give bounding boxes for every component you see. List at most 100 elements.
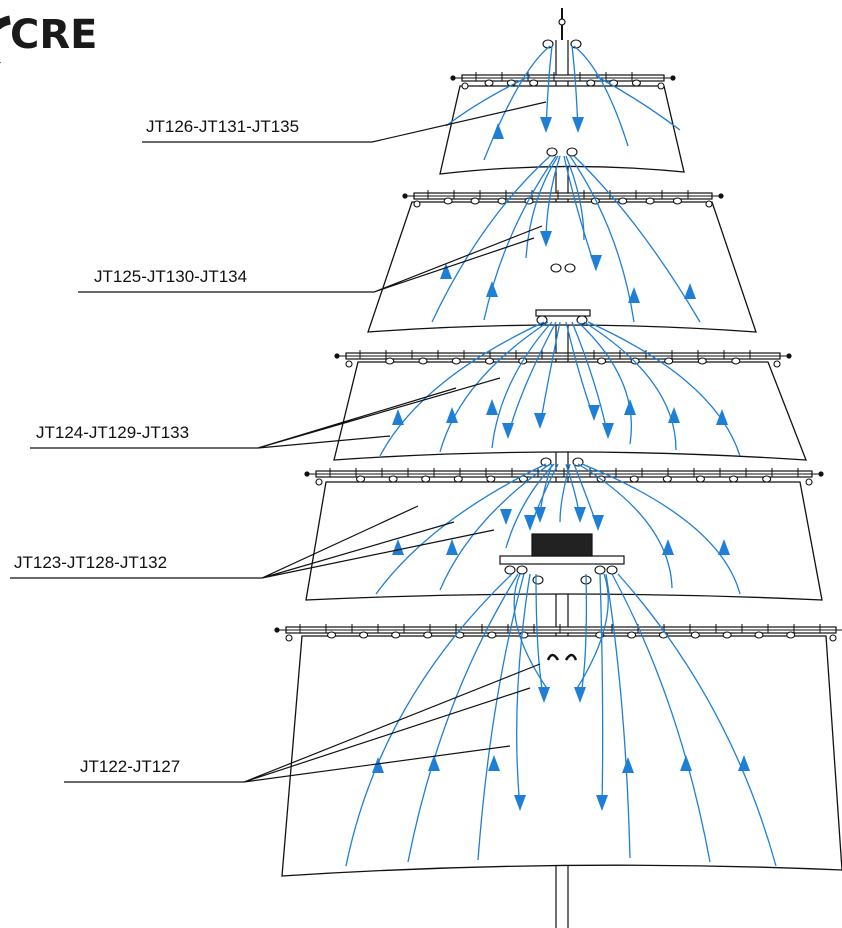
arrow-up-icon bbox=[488, 755, 500, 771]
yard-block bbox=[729, 475, 739, 483]
arrow-down-icon bbox=[538, 687, 550, 703]
yardarm-block bbox=[413, 200, 421, 208]
rope bbox=[575, 573, 609, 691]
yard-block bbox=[618, 197, 628, 205]
rope bbox=[379, 321, 545, 457]
mast-block bbox=[550, 263, 562, 273]
rope bbox=[617, 573, 777, 867]
arrow-up-icon bbox=[684, 283, 696, 299]
yardarm-block bbox=[829, 634, 837, 642]
yard-block bbox=[484, 357, 495, 365]
sail-upper-topsail bbox=[333, 361, 807, 461]
arrow-down-icon bbox=[500, 509, 512, 525]
yardarm-block bbox=[705, 200, 713, 208]
yard-end bbox=[274, 627, 280, 633]
rope bbox=[483, 45, 551, 161]
fighting-top bbox=[499, 555, 625, 565]
yard-block bbox=[762, 475, 772, 483]
arrow-down-icon bbox=[524, 515, 536, 531]
mast-block bbox=[536, 315, 548, 325]
yard-block bbox=[609, 79, 619, 87]
yard-block bbox=[662, 475, 672, 483]
mast-block bbox=[566, 147, 578, 157]
rope bbox=[573, 45, 629, 147]
rope bbox=[525, 155, 559, 259]
rope bbox=[477, 573, 525, 861]
rope bbox=[599, 573, 604, 809]
rope bbox=[583, 321, 677, 451]
rope bbox=[577, 321, 632, 445]
rope bbox=[439, 321, 549, 453]
yardarm-block bbox=[805, 478, 813, 486]
arrow-up-icon bbox=[718, 539, 730, 555]
arrow-up-icon bbox=[668, 407, 680, 423]
leader-lines bbox=[10, 101, 547, 783]
yard-end bbox=[334, 353, 340, 359]
arrow-up-icon bbox=[446, 539, 458, 555]
yard-block bbox=[470, 197, 480, 205]
label-topgallant: JT125-JT130-JT134 bbox=[94, 267, 247, 286]
mast-block bbox=[540, 457, 552, 467]
arrow-up-icon bbox=[428, 755, 440, 771]
rope bbox=[483, 155, 557, 321]
yard-end bbox=[718, 193, 724, 199]
arrow-down-icon bbox=[574, 687, 586, 703]
arrow-down-icon bbox=[588, 405, 600, 421]
yard-block bbox=[529, 79, 539, 87]
arrow-up-icon bbox=[440, 263, 452, 279]
yard-block bbox=[697, 357, 707, 365]
arrow-down-icon bbox=[540, 117, 552, 133]
yard-block bbox=[664, 357, 674, 365]
rope bbox=[516, 573, 531, 809]
rope bbox=[445, 75, 531, 127]
platforms bbox=[499, 309, 625, 661]
yard-block bbox=[631, 79, 641, 87]
sails bbox=[281, 85, 842, 877]
arrow-up-icon bbox=[738, 755, 750, 771]
yards bbox=[274, 72, 842, 634]
rope bbox=[491, 321, 553, 449]
yard-block bbox=[487, 631, 497, 639]
yardarm-block bbox=[315, 478, 323, 486]
yard-block bbox=[690, 631, 700, 639]
arrow-up-icon bbox=[372, 757, 384, 773]
crosstrees-upper bbox=[535, 309, 591, 317]
yard-end bbox=[402, 193, 408, 199]
top-netting bbox=[531, 533, 593, 557]
arrow-up-icon bbox=[662, 539, 674, 555]
yard-end bbox=[818, 471, 824, 477]
arrow-down-icon bbox=[596, 795, 608, 811]
yard-block bbox=[645, 197, 655, 205]
yard-end bbox=[450, 75, 456, 81]
rope bbox=[431, 155, 551, 323]
yardarm-block bbox=[461, 82, 469, 90]
mast-block bbox=[572, 457, 584, 467]
yard-block bbox=[497, 197, 507, 205]
rope bbox=[581, 463, 741, 595]
arrow-up-icon bbox=[486, 281, 498, 297]
yard-block bbox=[629, 475, 639, 483]
mast-block bbox=[564, 263, 576, 273]
rope bbox=[559, 463, 571, 523]
arrow-down-icon bbox=[592, 515, 604, 531]
arrow-up-icon bbox=[392, 409, 404, 425]
yard-block bbox=[722, 631, 732, 639]
yard-block bbox=[486, 475, 496, 483]
yard-end bbox=[786, 353, 792, 359]
label-lower-topsail: JT123-JT128-JT132 bbox=[14, 553, 167, 572]
arrow-up-icon bbox=[628, 287, 640, 303]
yard-block bbox=[672, 197, 682, 205]
mast-block bbox=[504, 565, 516, 575]
arrow-down-icon bbox=[590, 255, 602, 271]
arrow-down-icon bbox=[602, 423, 614, 439]
yard-block bbox=[391, 631, 401, 639]
yard-block bbox=[451, 357, 461, 365]
mast-block bbox=[594, 565, 606, 575]
yardarm-block bbox=[657, 82, 665, 90]
yard-block bbox=[423, 631, 433, 639]
yard-block bbox=[443, 197, 453, 205]
rope bbox=[611, 573, 711, 863]
rope bbox=[505, 463, 555, 549]
yard-block bbox=[453, 475, 463, 483]
